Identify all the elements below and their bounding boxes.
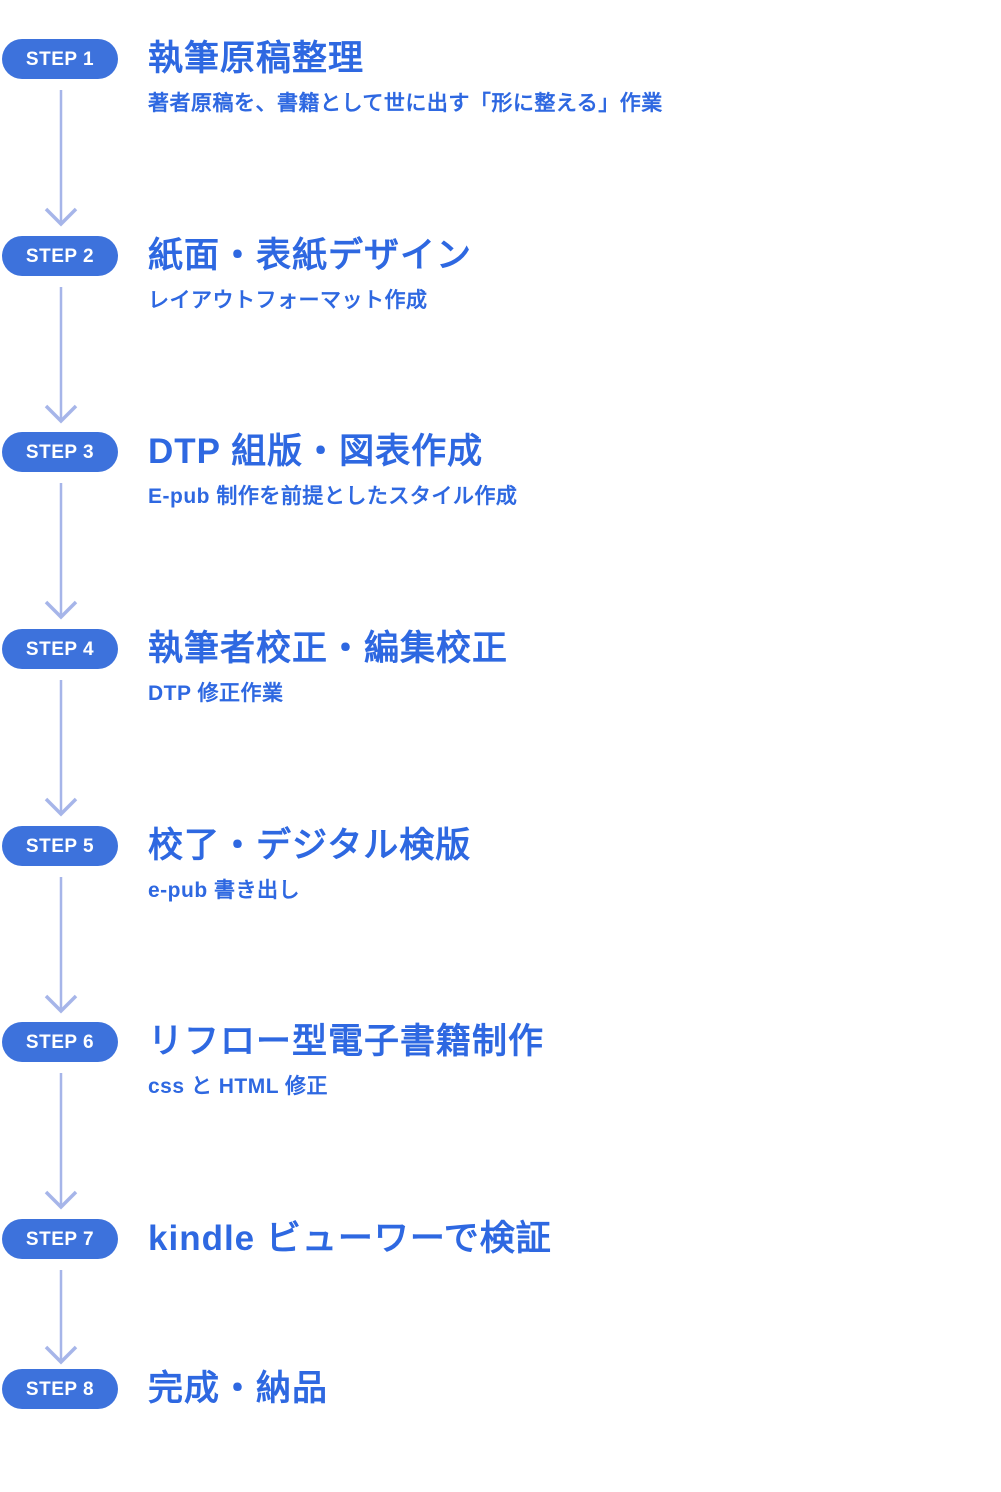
step-4: STEP 4 執筆者校正・編集校正 DTP 修正作業 (0, 629, 508, 707)
step-4-title: 執筆者校正・編集校正 (148, 629, 509, 668)
step-8-badge: STEP 8 (2, 1369, 118, 1409)
arrow-down-icon (44, 1073, 78, 1210)
step-3-badge: STEP 3 (2, 432, 118, 472)
arrow-down-icon (44, 1270, 78, 1365)
step-7: STEP 7 kindle ビューワーで検証 (0, 1219, 552, 1259)
step-6-badge: STEP 6 (2, 1022, 118, 1062)
step-5: STEP 5 校了・デジタル検版 e-pub 書き出し (0, 826, 471, 904)
step-7-title: kindle ビューワーで検証 (148, 1219, 552, 1258)
step-5-subtitle: e-pub 書き出し (148, 879, 300, 902)
step-6-subtitle: css と HTML 修正 (148, 1075, 328, 1098)
step-1-title: 執筆原稿整理 (148, 39, 365, 78)
step-5-title: 校了・デジタル検版 (148, 826, 472, 865)
step-4-subtitle: DTP 修正作業 (148, 682, 284, 705)
step-1: STEP 1 執筆原稿整理 著者原稿を、書籍として世に出す「形に整える」作業 (0, 39, 663, 117)
step-3-subtitle: E-pub 制作を前提としたスタイル作成 (148, 485, 518, 508)
step-1-subtitle: 著者原稿を、書籍として世に出す「形に整える」作業 (148, 92, 663, 115)
step-6-title: リフロー型電子書籍制作 (148, 1022, 545, 1061)
step-2-title: 紙面・表紙デザイン (148, 236, 473, 275)
step-5-badge: STEP 5 (2, 826, 118, 866)
step-4-badge: STEP 4 (2, 629, 118, 669)
arrow-down-icon (44, 877, 78, 1014)
step-2: STEP 2 紙面・表紙デザイン レイアウトフォーマット作成 (0, 236, 472, 314)
arrow-down-icon (44, 90, 78, 227)
step-7-badge: STEP 7 (2, 1219, 118, 1259)
step-6: STEP 6 リフロー型電子書籍制作 css と HTML 修正 (0, 1022, 544, 1100)
arrow-down-icon (44, 483, 78, 620)
step-3: STEP 3 DTP 組版・図表作成 E-pub 制作を前提としたスタイル作成 (0, 432, 517, 510)
step-3-title: DTP 組版・図表作成 (148, 432, 484, 471)
step-8-title: 完成・納品 (148, 1369, 329, 1408)
arrow-down-icon (44, 680, 78, 817)
step-8: STEP 8 完成・納品 (0, 1369, 328, 1409)
arrow-down-icon (44, 287, 78, 424)
step-2-badge: STEP 2 (2, 236, 118, 276)
step-1-badge: STEP 1 (2, 39, 118, 79)
step-2-subtitle: レイアウトフォーマット作成 (148, 289, 428, 312)
